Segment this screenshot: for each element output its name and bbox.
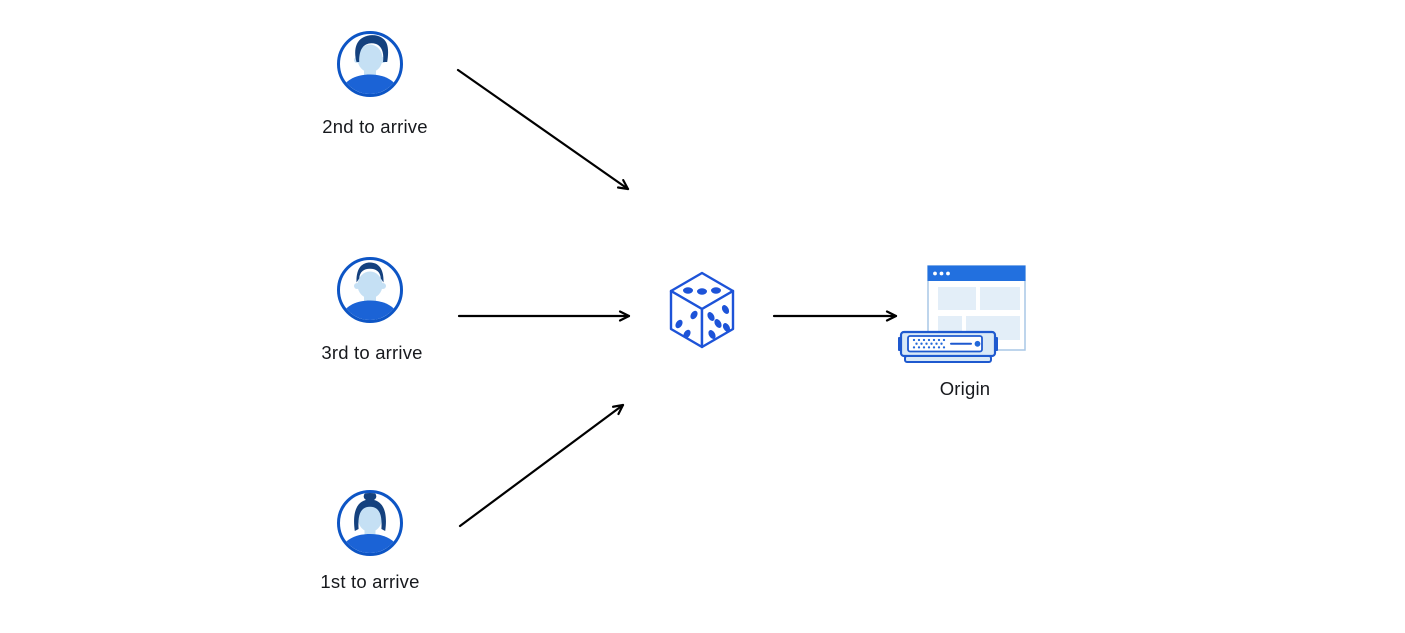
man-short-hair-avatar-icon — [337, 257, 403, 323]
man-quiff-avatar-icon — [337, 31, 403, 97]
client-label-first: 1st to arrive — [320, 571, 420, 592]
woman-bun-avatar-icon — [337, 490, 403, 556]
dice-icon — [669, 271, 735, 349]
client-label-second: 2nd to arrive — [322, 116, 428, 137]
origin-label: Origin — [939, 378, 991, 399]
client-label-third: 3rd to arrive — [321, 342, 423, 363]
arrow-first-to-dice — [458, 403, 625, 528]
server-icon — [898, 330, 998, 363]
arrow-second-to-dice — [456, 68, 630, 191]
browser-window-server-icon — [898, 265, 1026, 363]
